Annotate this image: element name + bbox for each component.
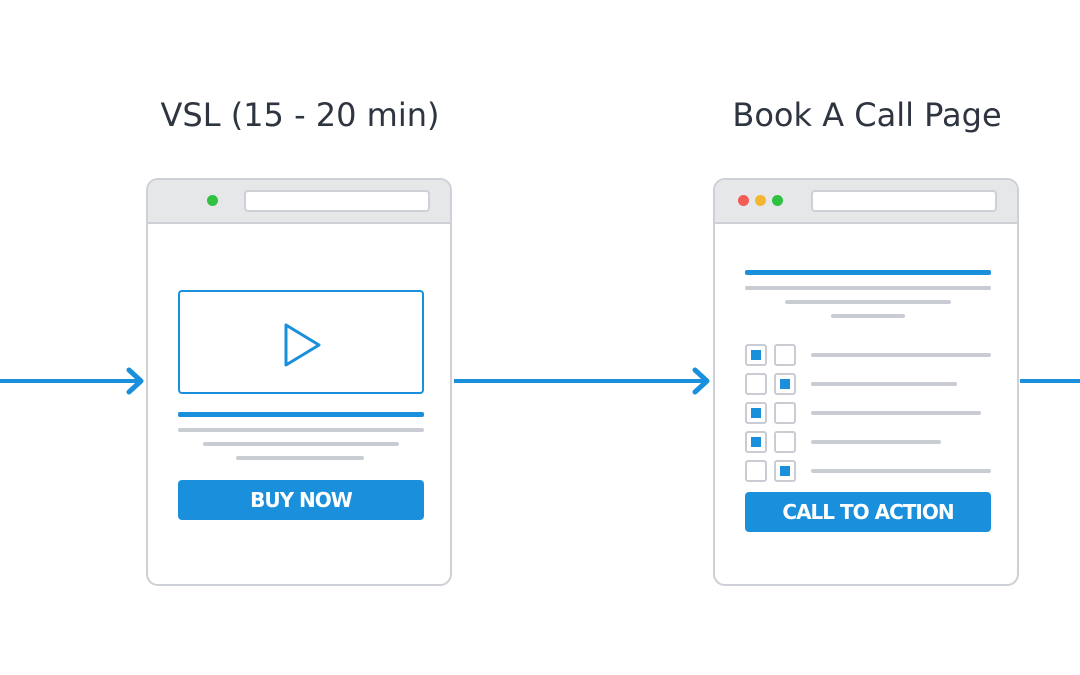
checkbox-checked <box>774 460 796 482</box>
window-titlebar <box>715 180 1017 224</box>
checkbox-unchecked <box>774 344 796 366</box>
window-titlebar <box>148 180 450 224</box>
arrow-right-icon <box>126 367 144 395</box>
checkbox-unchecked <box>774 431 796 453</box>
checklist-text-line <box>811 440 941 444</box>
checklist-text-line <box>811 469 991 473</box>
text-line <box>831 314 905 318</box>
checklist-text-line <box>811 411 981 415</box>
checkbox-checked <box>745 344 767 366</box>
connector-middle <box>454 379 704 383</box>
buy-now-button: BUY NOW <box>178 480 424 520</box>
connector-in <box>0 379 138 383</box>
book-call-page-window: CALL TO ACTION <box>713 178 1019 586</box>
connector-out <box>1020 379 1080 383</box>
window-dot-yellow <box>755 195 766 206</box>
play-icon <box>284 323 321 367</box>
step-title-vsl: VSL (15 - 20 min) <box>160 96 440 134</box>
text-line <box>745 286 991 290</box>
arrow-right-icon <box>692 367 710 395</box>
vsl-page-window: BUY NOW <box>146 178 452 586</box>
text-line <box>785 300 951 304</box>
call-to-action-button: CALL TO ACTION <box>745 492 991 532</box>
text-line <box>236 456 364 460</box>
address-bar <box>244 190 430 212</box>
checkbox-checked <box>745 402 767 424</box>
text-line <box>178 428 424 432</box>
headline-line <box>178 412 424 417</box>
window-dot-green <box>772 195 783 206</box>
checklist-text-line <box>811 353 991 357</box>
address-bar <box>811 190 997 212</box>
headline-line <box>745 270 991 275</box>
video-player <box>178 290 424 394</box>
window-dot-green <box>207 195 218 206</box>
checkbox-unchecked <box>745 460 767 482</box>
checkbox-unchecked <box>774 402 796 424</box>
checklist-text-line <box>811 382 957 386</box>
window-dot-red <box>738 195 749 206</box>
step-title-book: Book A Call Page <box>732 96 1002 134</box>
checkbox-unchecked <box>745 373 767 395</box>
text-line <box>203 442 399 446</box>
checkbox-checked <box>745 431 767 453</box>
checkbox-checked <box>774 373 796 395</box>
